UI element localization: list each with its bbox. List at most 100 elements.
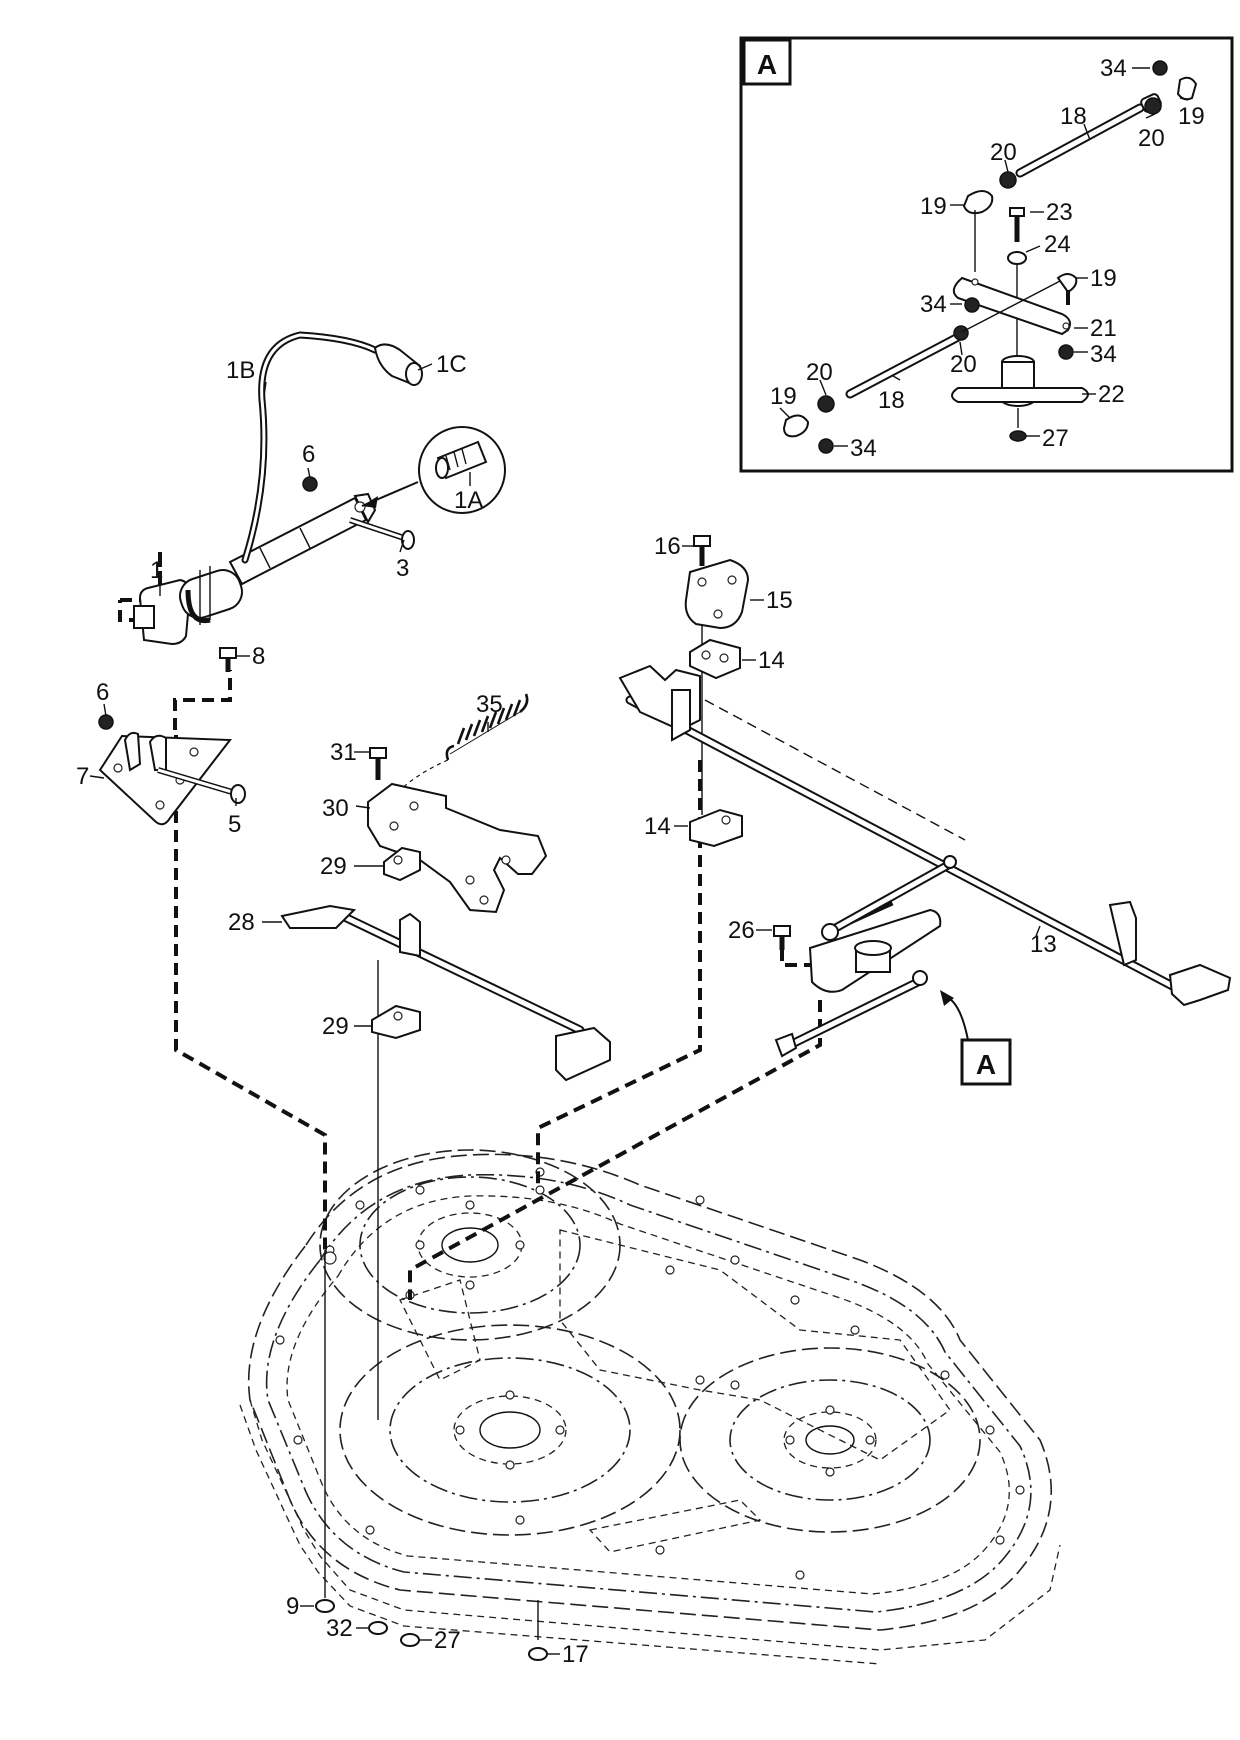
label-1a: 1A <box>454 487 483 514</box>
bolt-16 <box>693 535 711 566</box>
clevis-pin-5 <box>157 767 246 804</box>
ball-joint-19-top <box>1176 76 1198 101</box>
inset-label-19-right: 19 <box>1090 265 1117 292</box>
label-6-top: 6 <box>302 441 315 468</box>
deck-center-plate <box>559 1229 951 1461</box>
front-lift-bar-28 <box>280 904 611 1082</box>
hanger-block-29-top <box>383 846 421 882</box>
inset-label-20-mid: 20 <box>1138 125 1165 152</box>
label-30: 30 <box>322 795 349 822</box>
label-1: 1 <box>150 557 163 584</box>
nut-6-left <box>98 714 114 730</box>
label-28: 28 <box>228 909 255 936</box>
nut-34-bottom <box>818 438 834 454</box>
nut-17 <box>528 1647 548 1661</box>
inset-label-27: 27 <box>1042 425 1069 452</box>
deck-bellcrank-assembly <box>774 855 957 1058</box>
bar-to-deck-line <box>536 760 702 1185</box>
actuator-connector-block <box>133 605 155 629</box>
bolt-8 <box>219 647 237 672</box>
spindle-right <box>783 1411 877 1469</box>
label-5: 5 <box>228 811 241 838</box>
label-8: 8 <box>252 643 265 670</box>
nut-34-right <box>1058 344 1074 360</box>
inset-label-19-left: 19 <box>770 383 797 410</box>
inset-label-23: 23 <box>1046 199 1073 226</box>
hanger-block-29-bottom <box>371 1004 421 1040</box>
callout-leaders <box>89 363 1041 1655</box>
bolt-31 <box>369 747 387 780</box>
inset-label-21: 21 <box>1090 315 1117 342</box>
nut-32 <box>368 1621 388 1635</box>
label-17: 17 <box>562 1641 589 1668</box>
nut-6-top <box>302 476 318 492</box>
inset-label-20-top: 20 <box>990 139 1017 166</box>
inset-label-24: 24 <box>1044 231 1071 258</box>
label-14-mid: 14 <box>644 813 671 840</box>
nut-20-left <box>817 395 835 413</box>
nut-27 <box>400 1633 420 1647</box>
label-29-bottom: 29 <box>322 1013 349 1040</box>
inset-letter: A <box>757 49 777 80</box>
deck-inner-edge <box>265 1173 1032 1613</box>
label-29-top: 29 <box>320 853 347 880</box>
washer-24 <box>1007 251 1027 265</box>
label-1c: 1C <box>436 351 467 378</box>
lift-bar-hook <box>1108 900 1137 967</box>
nut-9 <box>315 1599 335 1613</box>
actuator-to-deck-line <box>174 735 327 1250</box>
label-32: 32 <box>326 1615 353 1642</box>
mower-deck-outline <box>239 1149 1061 1665</box>
inset-label-22: 22 <box>1098 381 1125 408</box>
mounting-bracket-7 <box>98 731 232 826</box>
nut-34-top <box>1152 60 1168 76</box>
reference-box-letter: A <box>976 1049 996 1080</box>
electric-actuator-1 <box>133 331 506 646</box>
label-6-left: 6 <box>96 679 109 706</box>
bolt-26 <box>773 925 791 950</box>
inset-label-34-right: 34 <box>1090 341 1117 368</box>
label-3: 3 <box>396 555 409 582</box>
reference-box-a <box>960 1038 1012 1086</box>
inset-label-34-left: 34 <box>920 291 947 318</box>
inset-label-18-low: 18 <box>878 387 905 414</box>
inset-label-19-top: 19 <box>1178 103 1205 130</box>
label-15: 15 <box>766 587 793 614</box>
spring-35 <box>445 693 529 761</box>
spindle-center <box>453 1395 567 1465</box>
inset-label-19-mid: 19 <box>920 193 947 220</box>
pivot-bracket-22 <box>951 387 1089 403</box>
label-35: 35 <box>476 691 503 718</box>
ball-joint-19-mid <box>962 190 994 215</box>
actuator-motor <box>179 569 243 619</box>
nut-20-upper <box>999 171 1017 189</box>
clevis-pin-3 <box>349 517 415 550</box>
front-lift-bar-right-arm <box>555 1026 611 1082</box>
inset-label-18-top: 18 <box>1060 103 1087 130</box>
deck-holes <box>275 1167 1025 1580</box>
label-1b: 1B <box>226 357 255 384</box>
detail-inset-a: A <box>739 36 1234 473</box>
label-9: 9 <box>286 1593 299 1620</box>
front-lift-bar-left-arm <box>280 904 357 929</box>
deck-outer-edge <box>247 1153 1053 1631</box>
ball-joint-19-left <box>782 414 810 438</box>
inset-label-34-bottom: 34 <box>850 435 877 462</box>
label-26: 26 <box>728 917 755 944</box>
hanger-block-14-top <box>689 638 741 680</box>
label-7: 7 <box>76 763 89 790</box>
rod-to-deck-line <box>408 1000 822 1300</box>
label-31: 31 <box>330 739 357 766</box>
label-13: 13 <box>1030 931 1057 958</box>
inset-label-34-top: 34 <box>1100 55 1127 82</box>
alignment-lines <box>118 550 822 1640</box>
inset-label-20-left: 20 <box>806 359 833 386</box>
lift-bar-13 <box>618 664 1232 1007</box>
nut-27-inset <box>1009 430 1027 442</box>
lift-bar-right-arm <box>1168 963 1232 1007</box>
hanger-block-14-mid <box>689 808 743 848</box>
label-16: 16 <box>654 533 681 560</box>
bolt-23 <box>1009 207 1025 217</box>
inset-label-20-low: 20 <box>950 351 977 378</box>
